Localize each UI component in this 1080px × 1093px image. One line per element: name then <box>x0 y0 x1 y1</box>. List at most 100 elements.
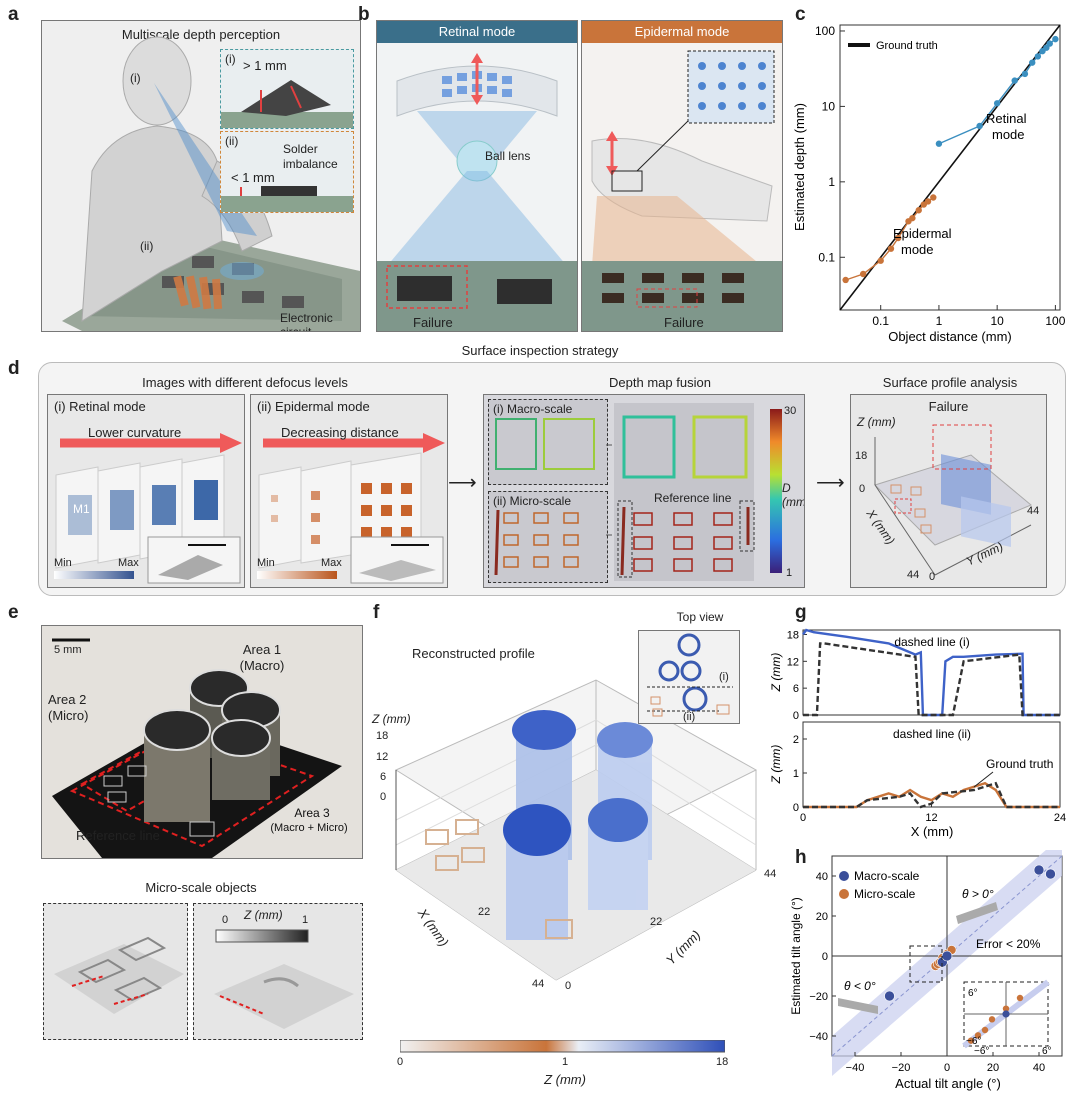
retinal-point <box>1052 35 1059 43</box>
lower-curvature-label: Lower curvature <box>88 425 182 440</box>
retinal-point <box>1011 77 1018 84</box>
g-xtick-label: 12 <box>925 812 937 824</box>
c-xtick-label: 1 <box>936 314 943 328</box>
epidermal-point <box>930 194 937 201</box>
top-view-box: (i) (ii) <box>638 630 740 724</box>
d-retinal-title: (i) Retinal mode <box>54 399 146 414</box>
panel-label-c: c <box>795 4 806 25</box>
g-top-ground-truth <box>803 642 1060 717</box>
marker-ii: (ii) <box>140 239 154 253</box>
d-retinal-max: Max <box>118 557 139 569</box>
h-inset-m6b: −6° <box>974 1046 989 1057</box>
e-z0: 0 <box>222 914 229 926</box>
top-view-ii: (ii) <box>683 711 696 723</box>
epidermal-point <box>842 276 849 284</box>
h-legend-macro-marker <box>839 871 849 881</box>
epidermal-mode-header: Epidermal mode <box>582 21 782 43</box>
colorbar-bottom: 1 <box>786 567 793 579</box>
failure-right-label: Failure <box>664 315 704 330</box>
epidermal-fingers <box>173 275 223 310</box>
panel-label-h: h <box>795 847 807 868</box>
retinal-point <box>976 122 983 130</box>
d-retinal-box: (i) Retinal mode M1 Min Max Lower curvat… <box>47 394 245 588</box>
d-y44: 44 <box>1027 505 1040 517</box>
chart-c-frame <box>839 24 1061 311</box>
h-inset-micro-point <box>967 1037 975 1044</box>
imbalance-label: imbalance <box>283 157 338 171</box>
h-inset-micro-point <box>974 1032 982 1039</box>
colorbar-top: 30 <box>784 405 797 417</box>
h-inset-micro-point <box>1016 994 1024 1002</box>
macro-cylinders <box>143 669 281 822</box>
f-cylinder-3 <box>503 804 571 856</box>
panel-b-epidermal: Epidermal mode Failure <box>581 20 783 332</box>
retinal-point <box>1021 70 1029 78</box>
h-xtick-label: −20 <box>892 1062 911 1074</box>
area2-line2: (Micro) <box>48 708 89 723</box>
f-y44: 44 <box>764 868 777 880</box>
h-ytick-label: −40 <box>809 1031 828 1043</box>
micro-object-1 <box>43 903 188 1040</box>
col-title-profile: Surface profile analysis <box>882 375 1018 390</box>
arrow-1: ⟶ <box>448 472 477 494</box>
h-macro-point <box>1045 868 1056 880</box>
d-profile-box: Failure Z (mm) 18 0 X (mm) Y (mm) 44 44 … <box>850 394 1047 588</box>
epidermal-point <box>924 198 932 205</box>
fusion-colorbar <box>770 409 782 573</box>
d-epidermal-title: (ii) Epidermal mode <box>257 399 370 414</box>
h-ylabel: Estimated tilt angle (°) <box>789 897 803 1015</box>
retinal-label-2: mode <box>992 127 1025 142</box>
f-cylinder-2 <box>597 722 653 758</box>
chart-c-ylabel: Estimated depth (mm) <box>792 103 807 231</box>
h-inset-m6: −6° <box>966 1036 981 1047</box>
c-ytick-label: 0.1 <box>818 250 835 264</box>
h-ytick-label: 0 <box>822 951 828 963</box>
d-epidermal-max: Max <box>321 557 342 569</box>
g-bot-ytick-label: 1 <box>793 768 799 780</box>
macro-inset: (i) Macro-scale <box>488 399 608 485</box>
f-cylinder-4 <box>588 798 648 842</box>
marker-i: (i) <box>130 71 141 85</box>
d-epidermal-box: (ii) Epidermal mode Min Max Decreasing d… <box>250 394 448 588</box>
epidermal-point <box>895 234 902 242</box>
micro-object-2: Z (mm) 0 1 <box>193 903 363 1040</box>
g-top-title: dashed line (i) <box>894 635 969 649</box>
c-xtick-label: 10 <box>990 314 1004 328</box>
g-bot-ytick-label: 0 <box>793 802 799 814</box>
inset-ii-text: < 1 mm <box>231 170 275 185</box>
f-y22: 22 <box>650 916 663 928</box>
e-z-label: Z (mm) <box>244 908 283 922</box>
epidermal-point <box>877 257 884 264</box>
h-xtick-label: 0 <box>944 1062 950 1074</box>
h-ytick-label: 40 <box>816 871 828 883</box>
h-inset-macro-point <box>1002 1010 1010 1018</box>
d-corner0: 0 <box>929 571 936 583</box>
retinal-point <box>1034 53 1042 60</box>
h-macro-point <box>941 950 953 962</box>
e-z1: 1 <box>302 914 309 926</box>
e-reference-line-label: Reference line <box>76 828 160 843</box>
retinal-mode-header: Retinal mode <box>377 21 577 43</box>
epidermal-label-2: mode <box>901 242 934 257</box>
reconstructed-profile-title: Reconstructed profile <box>412 646 535 661</box>
h-legend-macro: Macro-scale <box>854 869 920 883</box>
area1-line1: Area 1 <box>242 642 282 657</box>
h-xlabel: Actual tilt angle (°) <box>895 1076 1001 1091</box>
f-cb-label: Z (mm) <box>544 1072 586 1087</box>
f-cb-18: 18 <box>716 1056 729 1068</box>
legend-ground-truth: Ground truth <box>876 40 938 52</box>
d-retinal-min: Min <box>54 557 72 569</box>
c-ytick-label: 10 <box>822 99 836 113</box>
f-cb-0: 0 <box>397 1056 404 1068</box>
d-x44: 44 <box>907 569 920 581</box>
area2-line1: Area 2 <box>48 692 87 707</box>
d-epidermal-min: Min <box>257 557 275 569</box>
h-zoom-box <box>909 945 943 983</box>
h-inset-6b: 6° <box>1042 1046 1052 1057</box>
f-z6: 6 <box>380 771 387 783</box>
f-corner0: 0 <box>565 980 572 992</box>
inset-i-text: > 1 mm <box>243 58 287 73</box>
h-macro-point <box>1033 864 1045 876</box>
h-identity-line <box>831 855 1063 1057</box>
